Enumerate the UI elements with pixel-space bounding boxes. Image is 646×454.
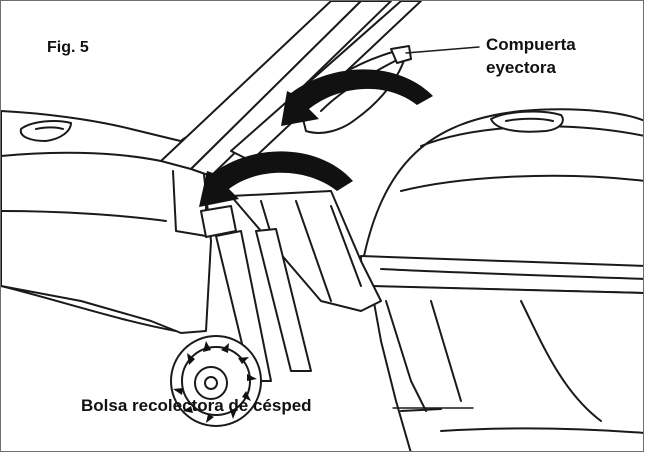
- mower-handle: [160, 1, 422, 382]
- figure-number-label: Fig. 5: [47, 39, 89, 56]
- ejector-gate-leader-line: [405, 46, 480, 54]
- ejector-gate-label-line-2: eyectora: [486, 58, 556, 77]
- curved-arrow-lower: [199, 151, 353, 207]
- curved-arrow-upper: [281, 69, 433, 126]
- motor-housing-right: [360, 108, 643, 294]
- rear-wheel: [170, 335, 262, 427]
- grass-bag-shape: [370, 285, 643, 451]
- grass-bag-label: Bolsa recolectora de césped: [81, 396, 312, 415]
- ejector-gate-label-line-1: Compuerta: [486, 35, 576, 54]
